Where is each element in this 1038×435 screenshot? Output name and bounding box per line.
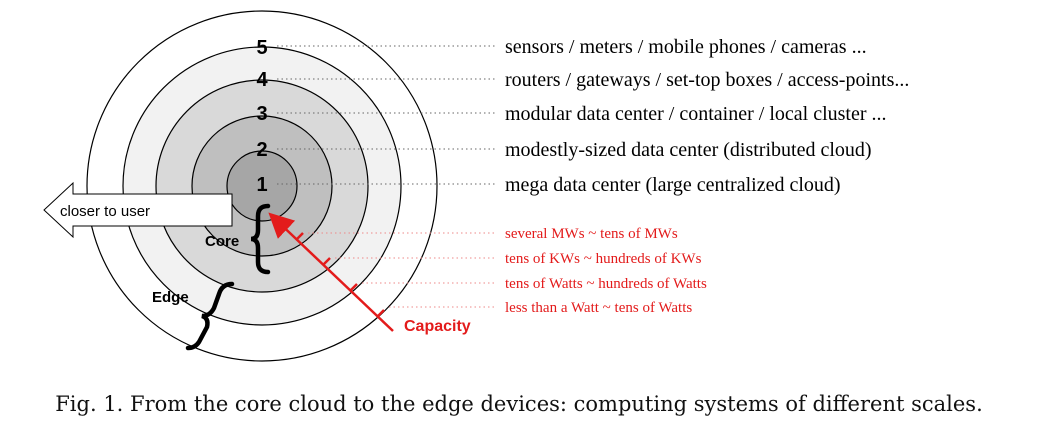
level-number-2: 2 — [256, 139, 267, 161]
figure-caption: Fig. 1. From the core cloud to the edge … — [55, 392, 983, 416]
level-description-5: sensors / meters / mobile phones / camer… — [505, 36, 867, 58]
closer-to-user-label: closer to user — [60, 203, 150, 220]
closer-to-user-arrow: closer to user — [43, 181, 233, 239]
capacity-range-1: several MWs ~ tens of MWs — [505, 226, 678, 242]
edge-brace: Edge — [152, 281, 235, 351]
core-brace: Core — [205, 203, 271, 275]
capacity-range-4: less than a Watt ~ tens of Watts — [505, 300, 692, 316]
capacity-axis-line — [268, 212, 394, 332]
capacity-ranges: several MWs ~ tens of MWs tens of KWs ~ … — [308, 226, 707, 316]
level-number-1: 1 — [256, 174, 267, 196]
capacity-tick-1 — [296, 232, 304, 240]
level-description-3: modular data center / container / local … — [505, 103, 887, 125]
level-labels: 5 4 3 2 1 sensors / meters / mobile phon… — [256, 36, 909, 196]
capacity-tick-4 — [377, 309, 385, 317]
capacity-tick-3 — [350, 283, 358, 291]
level-number-4: 4 — [256, 69, 268, 91]
level-description-4: routers / gateways / set-top boxes / acc… — [505, 69, 909, 91]
ring-level-1 — [226, 150, 298, 222]
level-description-2: modestly-sized data center (distributed … — [505, 139, 872, 161]
capacity-range-2: tens of KWs ~ hundreds of KWs — [505, 251, 702, 267]
core-label: Core — [205, 233, 239, 250]
capacity-tick-2 — [323, 257, 331, 265]
level-number-5: 5 — [256, 37, 267, 59]
edge-label: Edge — [152, 289, 189, 306]
level-number-3: 3 — [256, 103, 267, 125]
capacity-arrow: Capacity — [268, 212, 471, 335]
capacity-range-3: tens of Watts ~ hundreds of Watts — [505, 276, 707, 292]
level-description-1: mega data center (large centralized clou… — [505, 174, 841, 196]
capacity-label: Capacity — [404, 318, 471, 335]
